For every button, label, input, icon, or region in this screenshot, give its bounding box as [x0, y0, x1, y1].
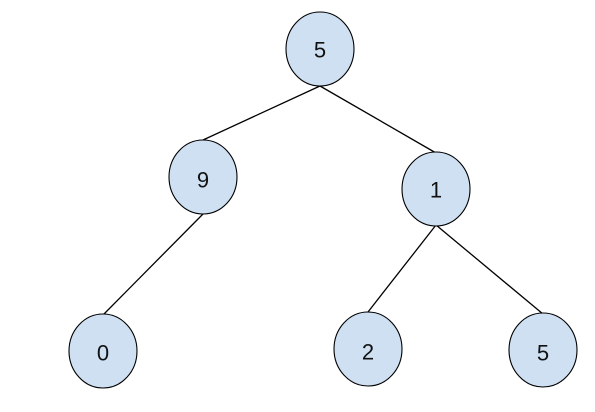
node-circle [508, 312, 578, 388]
node-value: 5 [537, 341, 549, 366]
node-circle [68, 313, 138, 389]
tree-node-left-left: 0 [68, 313, 138, 389]
edge-root-to-right [319, 85, 437, 154]
node-circle [401, 151, 471, 227]
tree-node-right-right: 5 [508, 312, 578, 388]
edge-right-to-right [435, 224, 544, 315]
tree-node-left: 9 [168, 139, 238, 215]
tree-node-root: 5 [285, 11, 355, 87]
node-circle [168, 139, 238, 215]
node-value: 0 [97, 341, 109, 366]
edge-left-to-left [102, 213, 204, 316]
tree-node-right: 1 [401, 151, 471, 227]
node-circle [285, 11, 355, 87]
edge-right-to-left [367, 224, 437, 313]
node-value: 5 [314, 38, 326, 63]
node-value: 2 [362, 340, 374, 365]
edge-root-to-left [202, 85, 321, 141]
node-value: 9 [197, 168, 209, 193]
node-value: 1 [430, 178, 442, 203]
tree-node-right-left: 2 [333, 311, 403, 387]
node-circle [333, 311, 403, 387]
